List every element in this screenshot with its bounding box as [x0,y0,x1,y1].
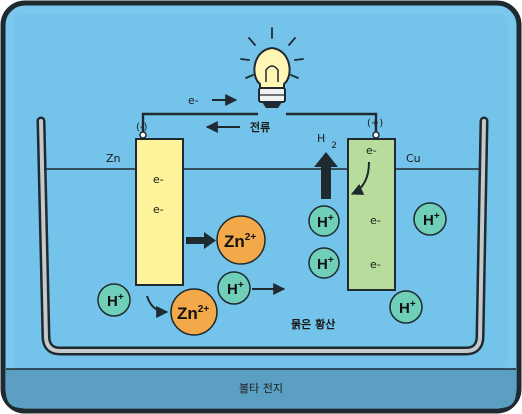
electrolyte-label: 묽은 황산 [291,317,335,331]
h2-gas-arrow [314,152,338,199]
h-ion-5: H+ [217,271,251,305]
zn-ion-release-arrow [186,232,216,249]
h-ion-1: H+ [308,205,340,237]
zn-polarity: (-) [136,122,148,133]
cu-electrode [347,138,396,291]
lightbulb-icon [240,27,304,108]
cu-electron-3: e- [370,258,381,271]
h2-label: H2 [317,132,337,151]
svg-text:H+: H+ [423,211,440,229]
wire [141,112,378,137]
cu-label: Cu [406,152,421,165]
zn-label: Zn [106,152,121,165]
cu-polarity: (+) [367,118,383,129]
svg-text:H+: H+ [317,255,334,273]
zn-electron-2: e- [153,203,164,216]
footer-band [6,369,516,408]
zn-ion-drift-arrow [146,295,169,318]
zn-electron-1: e- [153,173,164,186]
svg-text:H+: H+ [107,292,124,310]
h-ion-4: H+ [389,290,423,324]
svg-text:Zn2+: Zn2+ [177,304,209,323]
zn-ion-1: Zn2+ [216,215,266,265]
h-ion-6: H+ [97,283,131,317]
zn-ion-2: Zn2+ [170,288,218,336]
cu-electron-2: e- [370,214,381,227]
diagram-caption: 볼타 전지 [239,382,283,395]
svg-text:Zn2+: Zn2+ [224,232,256,251]
electron-flow-label: e- [188,94,199,107]
svg-text:H+: H+ [227,280,244,298]
current-label: 전류 [250,120,270,134]
zn-electrode [135,138,184,286]
svg-text:H+: H+ [399,299,416,317]
cu-electron-1: e- [366,144,377,157]
svg-text:H+: H+ [317,213,334,231]
h-ion-3: H+ [413,202,447,236]
h-ion-2: H+ [308,247,340,279]
cu-electron-path-arrow [350,161,370,195]
